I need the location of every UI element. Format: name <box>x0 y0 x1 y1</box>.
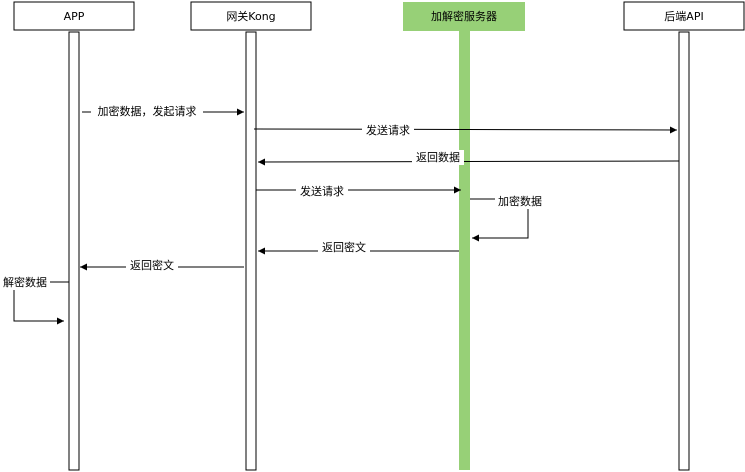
participant-crypto: 加解密服务器 <box>403 2 525 470</box>
participant-crypto-label: 加解密服务器 <box>431 9 497 23</box>
participant-gateway-label: 网关Kong <box>226 9 275 23</box>
message-return-data-label-bg <box>412 150 464 165</box>
message-return-cipher-app-label: 返回密文 <box>130 258 174 272</box>
participant-backend: 后端API <box>623 1 745 471</box>
message-encrypt-request-label: 加密数据，发起请求 <box>98 104 197 118</box>
message-send-request-crypto-label-bg <box>296 183 348 198</box>
message-encrypt-request: 加密数据，发起请求 <box>82 104 244 119</box>
participant-gateway: 网关Kong <box>190 1 312 471</box>
message-send-request-backend-label-bg <box>362 122 414 137</box>
message-send-request-backend-line <box>253 126 678 134</box>
lifeline-gateway <box>245 31 257 471</box>
participant-app-box <box>13 1 135 31</box>
message-decrypt-self-label: 解密数据 <box>3 275 47 289</box>
lifeline-crypto <box>459 31 470 470</box>
message-encrypt-self-label: 加密数据 <box>498 194 542 208</box>
message-return-data-label: 返回数据 <box>416 150 460 164</box>
participant-backend-label: 后端API <box>664 10 703 23</box>
message-decrypt-self-label-bg <box>0 275 50 290</box>
message-return-cipher-gateway-label: 返回密文 <box>322 240 366 254</box>
participant-app-label: APP <box>64 10 85 23</box>
message-return-cipher-gateway-label-bg <box>318 239 370 254</box>
message-return-cipher-gateway: 返回密文 <box>258 239 459 255</box>
lifeline-backend <box>678 31 690 471</box>
participant-crypto-box <box>403 2 525 31</box>
message-send-request-crypto: 发送请求 <box>256 183 461 198</box>
lifeline-app <box>68 31 80 471</box>
message-send-request-backend: 发送请求 <box>253 122 678 137</box>
message-return-cipher-app-label-bg <box>126 257 178 272</box>
message-return-data-line <box>257 158 680 166</box>
message-send-request-crypto-label: 发送请求 <box>300 184 344 198</box>
message-return-cipher-app: 返回密文 <box>80 257 244 272</box>
participant-gateway-box <box>190 1 312 31</box>
message-encrypt-request-label-bg <box>91 104 203 119</box>
message-encrypt-self: 加密数据 <box>470 194 545 242</box>
message-encrypt-self-label-bg <box>495 194 545 209</box>
message-send-request-backend-label: 发送请求 <box>366 123 410 137</box>
participant-app: APP <box>13 1 135 471</box>
message-decrypt-self: 解密数据 <box>0 275 69 325</box>
message-return-data: 返回数据 <box>257 150 680 166</box>
participant-backend-box <box>623 1 745 31</box>
